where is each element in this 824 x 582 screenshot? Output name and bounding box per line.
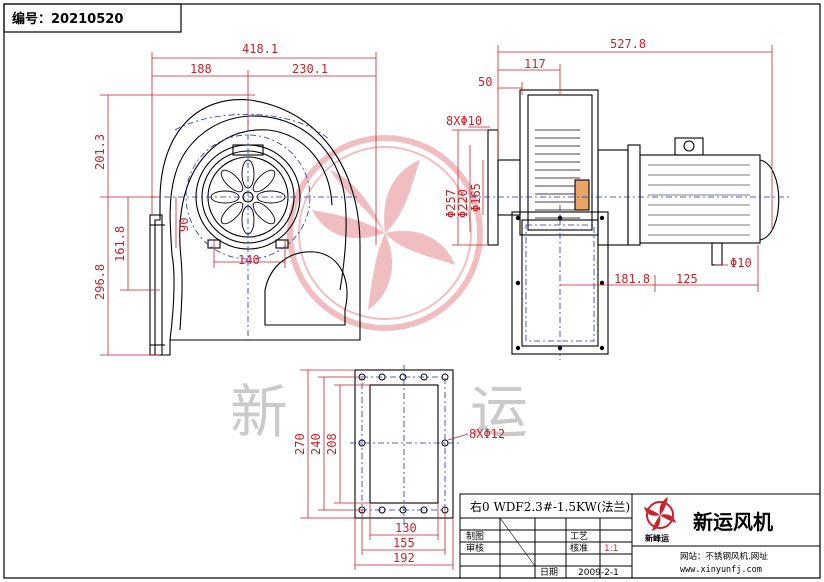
- side-view-dimensions: [452, 45, 773, 292]
- drawing-number-box: [3, 3, 182, 33]
- dim-161-8: 161.8: [113, 226, 127, 262]
- side-view: [487, 89, 780, 355]
- company-logo-icon: [644, 497, 676, 531]
- dim-230-1: 230.1: [292, 62, 328, 76]
- dim-192: 192: [393, 551, 415, 565]
- dim-296-8: 296.8: [93, 264, 107, 300]
- scale-value: 1:1: [604, 544, 618, 554]
- outlet-flange-centerlines: [350, 365, 460, 525]
- dim-phi257: Φ257: [444, 189, 458, 218]
- logo-text: 新峰运: [645, 533, 669, 543]
- outlet-flange-dimensions: [300, 369, 469, 570]
- dim-50: 50: [478, 75, 492, 89]
- dim-90: 90: [177, 218, 191, 232]
- dim-phi165: Φ165: [469, 183, 483, 212]
- dim-201-3: 201.3: [93, 134, 107, 170]
- date-value: 2009-2-1: [578, 568, 619, 578]
- label-draw: 制图: [466, 530, 484, 542]
- dim-240: 240: [309, 433, 323, 455]
- dim-117: 117: [524, 57, 546, 71]
- side-view-centerlines: [470, 196, 790, 360]
- dim-phi220: Φ220: [456, 189, 470, 218]
- title-block: [459, 493, 821, 579]
- dim-527-8: 527.8: [610, 37, 646, 51]
- dim-181-8: 181.8: [614, 272, 650, 286]
- label-verify: 核准: [570, 542, 588, 554]
- front-view-centerlines: [150, 113, 360, 340]
- watermark-char-1: 新: [230, 378, 288, 446]
- model-title: 右0 WDF2.3#-1.5KW(法兰): [470, 499, 630, 514]
- dim-270: 270: [293, 433, 307, 455]
- dim-188: 188: [190, 62, 212, 76]
- dim-130: 130: [395, 521, 417, 535]
- dim-208: 208: [325, 433, 339, 455]
- company-name: 新运风机: [693, 510, 773, 534]
- website-url: www.xinyunfj.com: [680, 565, 762, 575]
- dim-418-1: 418.1: [242, 42, 278, 56]
- watermark-logo: [287, 135, 483, 331]
- dim-125: 125: [676, 272, 698, 286]
- label-check: 审核: [466, 542, 484, 554]
- watermark-char-2: 运: [470, 378, 528, 446]
- dim-155: 155: [393, 536, 415, 550]
- drawing-number: 编号：20210520: [12, 11, 123, 27]
- sheet-frame: [3, 3, 821, 579]
- dim-phi10: Φ10: [730, 256, 752, 270]
- dim-8x12: 8XΦ12: [469, 427, 505, 441]
- label-process: 工艺: [570, 531, 588, 542]
- label-date: 日期: [540, 567, 558, 578]
- front-view-dimensions: [100, 52, 377, 356]
- website-label: 网站：不锈钢风机.网址: [680, 551, 768, 562]
- dim-8x10: 8XΦ10: [446, 114, 482, 128]
- dim-140: 140: [238, 253, 260, 267]
